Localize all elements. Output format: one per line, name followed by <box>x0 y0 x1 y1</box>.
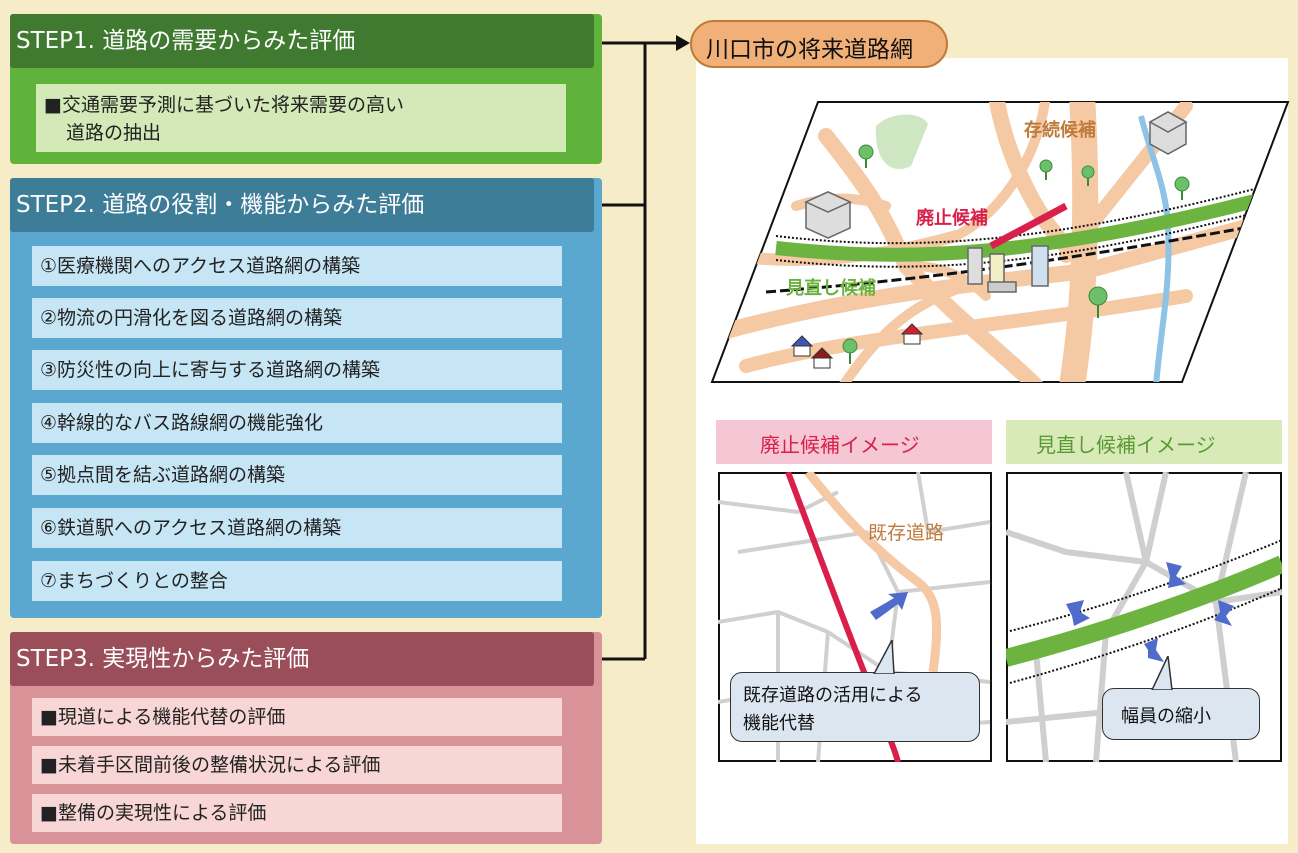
review-bubble: 幅員の縮小 <box>1102 688 1260 740</box>
step1-item-line1: ■交通需要予測に基づいた将来需要の高い <box>44 94 404 116</box>
house-icon <box>790 323 924 369</box>
result-title-text: 川口市の将来道路網 <box>706 37 913 63</box>
connector-lines <box>602 35 690 661</box>
step2-box: STEP2. 道路の役割・機能からみた評価 ①医療機関へのアクセス道路網の構築 … <box>10 178 602 618</box>
road <box>988 102 1074 254</box>
arrow-icon <box>1066 562 1234 662</box>
step2-item-6: ⑥鉄道駅へのアクセス道路網の構築 <box>32 508 562 548</box>
future-road-map <box>710 101 1290 383</box>
abolish-bubble-line2: 機能代替 <box>743 713 815 734</box>
road <box>718 208 1288 339</box>
map-label-review: 見直し候補 <box>786 278 876 299</box>
step2-title: STEP2. 道路の役割・機能からみた評価 <box>10 178 594 232</box>
step2-item-2: ②物流の円滑化を図る道路網の構築 <box>32 298 562 338</box>
step3-box: STEP3. 実現性からみた評価 ■現道による機能代替の評価 ■未着手区間前後の… <box>10 632 602 844</box>
step2-item-3: ③防災性の向上に寄与する道路網の構築 <box>32 350 562 390</box>
review-road <box>775 191 1268 262</box>
step2-item-5: ⑤拠点間を結ぶ道路網の構築 <box>32 455 562 495</box>
road <box>831 281 971 382</box>
review-bubble-tail <box>1151 656 1173 690</box>
result-title: 川口市の将来道路網 <box>690 20 948 68</box>
abolish-bubble: 既存道路の活用による 機能代替 <box>730 672 980 742</box>
connector-arrowhead <box>676 35 690 51</box>
existing-road-label: 既存道路 <box>868 522 945 544</box>
road <box>1059 102 1099 382</box>
step1-item-line2: 道路の抽出 <box>66 122 162 144</box>
park-area <box>875 114 928 170</box>
step3-item-3: ■整備の実現性による評価 <box>32 794 562 832</box>
review-image-title: 見直し候補イメージ <box>1036 433 1216 457</box>
abolish-road <box>989 202 1068 250</box>
abolish-bubble-line1: 既存道路の活用による <box>743 685 923 706</box>
road <box>739 289 1193 373</box>
map-label-abolish: 廃止候補 <box>916 208 988 229</box>
step2-item-4: ④幹線的なバス路線網の機能強化 <box>32 403 562 443</box>
map-label-keep: 存続候補 <box>1024 120 1096 141</box>
step1-item-box: ■交通需要予測に基づいた将来需要の高い 道路の抽出 <box>36 84 566 152</box>
building-icon <box>804 111 1188 293</box>
review-bubble-text: 幅員の縮小 <box>1121 706 1211 727</box>
step1-title: STEP1. 道路の需要からみた評価 <box>10 14 594 68</box>
abolish-image-title: 廃止候補イメージ <box>760 433 920 457</box>
step3-item-2: ■未着手区間前後の整備状況による評価 <box>32 746 562 784</box>
existing-road <box>804 472 942 673</box>
step3-title: STEP3. 実現性からみた評価 <box>10 632 594 686</box>
review-road-edge <box>1006 539 1282 633</box>
abolish-image-title-bar: 廃止候補イメージ <box>716 420 992 464</box>
arrow-icon <box>870 592 908 620</box>
review-road-edge <box>1006 587 1282 685</box>
road <box>951 102 1051 241</box>
step2-item-7: ⑦まちづくりとの整合 <box>32 561 562 601</box>
step1-box: STEP1. 道路の需要からみた評価 ■交通需要予測に基づいた将来需要の高い 道… <box>10 14 602 164</box>
step3-item-1: ■現道による機能代替の評価 <box>32 698 562 736</box>
step2-item-1: ①医療機関へのアクセス道路網の構築 <box>32 246 562 286</box>
review-image-title-bar: 見直し候補イメージ <box>1006 420 1282 464</box>
review-road <box>1006 555 1282 667</box>
abolish-bubble-tail <box>873 640 895 674</box>
